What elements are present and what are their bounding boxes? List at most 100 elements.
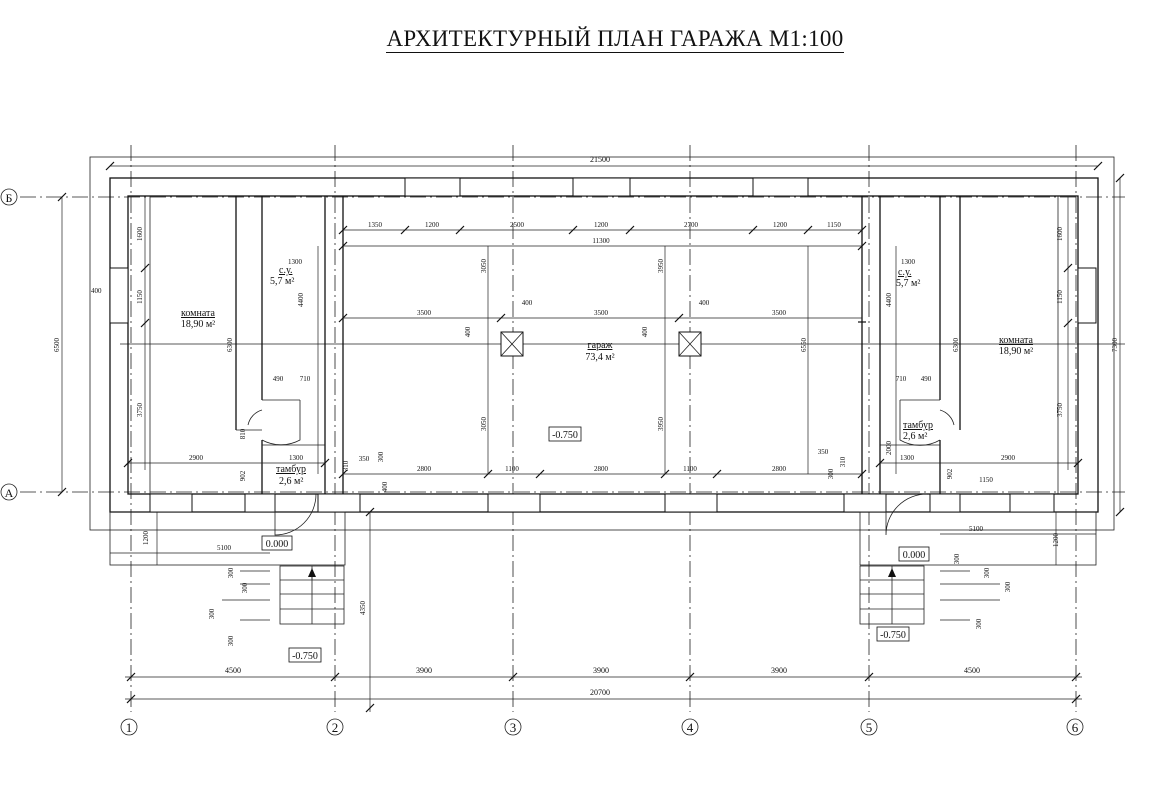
axis-marker-a: А	[0, 483, 18, 501]
interior-walls	[149, 196, 1059, 494]
wc-left-name: с.у.	[279, 265, 292, 276]
dim-height-3950-b: 3950	[657, 417, 665, 432]
dim-bottom-3900-a: 3900	[416, 666, 432, 675]
garage-name: гараж	[588, 340, 613, 351]
dimension-texts: 21500 20700 4500 3900 3900 3900 4500 135…	[53, 155, 1119, 697]
vestibule-right-area: 2,6 м²	[903, 431, 927, 442]
dim-r-902: 902	[946, 468, 954, 479]
dim-l-step-300a: 300	[227, 567, 235, 578]
axis-label-6: 6	[1072, 720, 1079, 735]
dim-r-300: 300	[827, 468, 835, 479]
dim-col-400-c: 400	[464, 326, 472, 337]
dim-r-350: 350	[818, 448, 829, 456]
level-ground-left: -0.750	[292, 651, 318, 662]
window-top-3	[752, 177, 809, 197]
door-right-entry	[885, 493, 928, 536]
level-entry-left: 0.000	[266, 539, 289, 550]
dim-height-3050-a: 3050	[480, 259, 488, 274]
axis-marker-b: Б	[0, 188, 18, 206]
level-garage: -0.750	[552, 430, 578, 441]
dimension-lines	[57, 161, 1125, 713]
door-swings	[247, 400, 955, 536]
foundation-outline	[89, 156, 1115, 531]
bottom-pier-6	[843, 493, 887, 513]
dim-rr-6300: 6300	[952, 338, 960, 353]
dim-r-step-300d: 300	[975, 618, 983, 629]
dim-l-710: 710	[300, 375, 311, 383]
dim-lr-2900: 2900	[189, 454, 204, 462]
building-contours	[89, 156, 1115, 531]
porches	[109, 511, 1097, 625]
wc-right-area: 5,7 м²	[896, 278, 920, 289]
axis-markers: 1 2 3 4 5 6 Б А	[0, 188, 1084, 736]
dim-bot-2800-b: 2800	[594, 465, 609, 473]
dim-r-490: 490	[921, 375, 932, 383]
door-left-wc	[261, 400, 301, 446]
axis-label-2: 2	[332, 720, 339, 735]
axis-marker-2: 2	[326, 718, 344, 736]
dim-span-3500-b: 3500	[594, 309, 609, 317]
dim-l-400b: 400	[381, 481, 389, 492]
dim-r-wc-4400: 4400	[885, 293, 893, 308]
dim-l-wc-1300: 1300	[288, 258, 303, 266]
dim-r-step-300b: 300	[983, 567, 991, 578]
dim-l-wc-4400: 4400	[297, 293, 305, 308]
dim-l-5100: 5100	[217, 544, 232, 552]
dim-col-400-a: 400	[522, 299, 533, 307]
window-right	[1077, 267, 1097, 324]
dim-bottom-3900-c: 3900	[771, 666, 787, 675]
vestibule-right-name: тамбур	[903, 420, 933, 431]
dim-lr-6300: 6300	[226, 338, 234, 353]
dim-l-step-300c: 300	[208, 608, 216, 619]
bottom-pier-8	[1009, 493, 1055, 513]
dim-l-310: 310	[342, 460, 350, 471]
dim-r-1300b: 1300	[900, 454, 915, 462]
dim-l-1300b: 1300	[289, 454, 304, 462]
dim-l-490: 490	[273, 375, 284, 383]
dim-rw-1150: 1150	[1056, 290, 1064, 304]
dim-l-1200: 1200	[142, 531, 150, 546]
dim-top-2700: 2700	[684, 221, 699, 229]
dim-bot-1100-b: 1100	[683, 465, 697, 473]
dim-top-1150: 1150	[827, 221, 841, 229]
bottom-pier-1	[149, 493, 193, 513]
dim-l-4350: 4350	[359, 601, 367, 616]
bottom-pier-3	[317, 493, 361, 513]
dim-bot-1100-a: 1100	[505, 465, 519, 473]
wc-left-area: 5,7 м²	[270, 276, 294, 287]
room-labels: комната 18,90 м² комната 18,90 м² с.у. 5…	[181, 265, 1034, 487]
dim-lw-1150: 1150	[136, 290, 144, 304]
vestibule-left-name: тамбур	[276, 464, 306, 475]
dim-col-400-b: 400	[699, 299, 710, 307]
axis-label-a: А	[5, 486, 14, 500]
dim-rw-1600: 1600	[1056, 227, 1064, 242]
door-left-entry	[274, 493, 317, 536]
dim-r-2000: 2000	[885, 441, 893, 456]
wc-right-name: с.у.	[898, 267, 911, 278]
dim-r-5100: 5100	[969, 525, 984, 533]
vestibule-left-area: 2,6 м²	[279, 476, 303, 487]
dim-height-3050-b: 3050	[480, 417, 488, 432]
dim-lw-3750: 3750	[136, 403, 144, 418]
bottom-pier-7	[929, 493, 961, 513]
axis-label-1: 1	[126, 720, 133, 735]
bottom-pier-2	[244, 493, 276, 513]
dim-r-1150: 1150	[979, 476, 993, 484]
dim-r-710: 710	[896, 375, 907, 383]
dim-l-step-300b: 300	[241, 582, 249, 593]
dim-bottom-4500-right: 4500	[964, 666, 980, 675]
axis-lines	[20, 145, 1125, 712]
dim-r-step-300c: 300	[1004, 581, 1012, 592]
dim-garage-11300: 11300	[592, 237, 610, 245]
level-marks: -0.750 0.000 0.000 -0.750 -0.750	[261, 426, 930, 663]
dim-lw-1600: 1600	[136, 227, 144, 242]
dim-height-6550: 6550	[800, 338, 808, 353]
dim-top-1350: 1350	[368, 221, 383, 229]
axis-marker-1: 1	[120, 718, 138, 736]
room-right-name: комната	[999, 335, 1034, 346]
dim-l-810: 810	[239, 428, 247, 439]
level-ground-right: -0.750	[880, 630, 906, 641]
dim-right-7300: 7300	[1111, 338, 1119, 353]
garage-area: 73,4 м²	[585, 352, 614, 363]
